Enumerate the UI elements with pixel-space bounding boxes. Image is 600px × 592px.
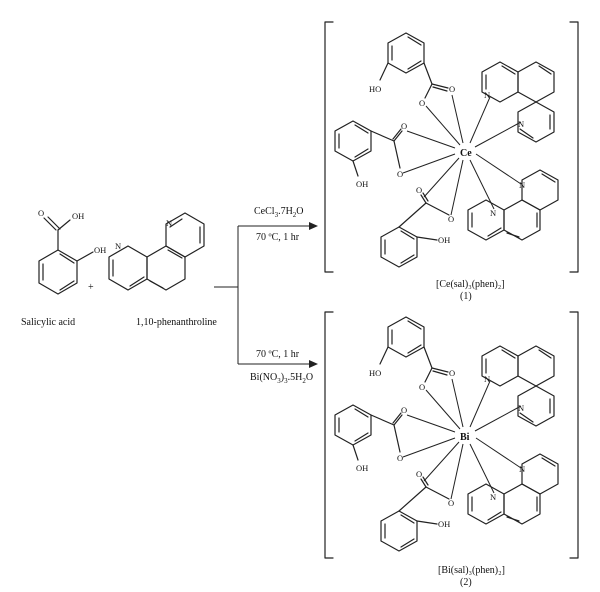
c2-number: (2): [460, 577, 472, 588]
c1-phen1-n1: N: [484, 90, 490, 100]
plus-sign: +: [88, 282, 94, 293]
c1-bot-oh: OH: [438, 235, 450, 245]
route1-condition: 70 ºC, 1 hr: [256, 232, 300, 243]
c1-formula: [Ce(sal)₃(phen)₂]: [436, 279, 505, 290]
phenanthroline-label: 1,10-phenanthroline: [136, 317, 217, 328]
phen-n1: N: [115, 241, 121, 251]
c1-phen2-n2: N: [490, 208, 496, 218]
reaction-arrows: [214, 222, 318, 368]
c1-top-ho: HO: [369, 84, 381, 94]
phenanthroline-structure: N N: [108, 212, 205, 291]
c1-top-o2: O: [449, 84, 455, 94]
c2-top-o2: O: [449, 368, 455, 378]
c2-left-o1: O: [401, 405, 407, 415]
c2-left-oh: OH: [356, 463, 368, 473]
c2-top-o1: O: [419, 382, 425, 392]
route1-reagent: CeCl3.7H2O: [254, 206, 304, 219]
c1-bot-o2: O: [448, 214, 454, 224]
c2-metal: Bi: [460, 432, 470, 443]
complex-ce: HO O O O O OH O O OH: [324, 21, 579, 302]
salicylic-acid-structure: O OH OH: [38, 208, 106, 295]
route2-reagent: Bi(NO3)3.5H2O: [250, 372, 313, 385]
c2-left-o2: O: [397, 453, 403, 463]
c1-phen1-n2: N: [518, 119, 524, 129]
c1-number: (1): [460, 291, 472, 302]
salicylic-acid-label: Salicylic acid: [21, 317, 75, 328]
c2-formula: [Bi(sal)₃(phen)₂]: [438, 565, 505, 576]
c1-left-o1: O: [401, 121, 407, 131]
complex-bi: HO O O O O OH O O OH: [324, 311, 579, 588]
c2-bot-o2: O: [448, 498, 454, 508]
c1-left-oh: OH: [356, 179, 368, 189]
salicylic-carbonyl-o: O: [38, 208, 44, 218]
c1-phen2-n1: N: [519, 180, 525, 190]
c1-bot-o1: O: [416, 185, 422, 195]
salicylic-phenol-oh: OH: [94, 245, 106, 255]
phen-n10: N: [166, 218, 172, 228]
c2-phen1-n1: N: [484, 374, 490, 384]
route2-condition: 70 ºC, 1 hr: [256, 349, 300, 360]
c2-bot-o1: O: [416, 469, 422, 479]
salicylic-acid-oh: OH: [72, 211, 84, 221]
c2-bot-oh: OH: [438, 519, 450, 529]
c2-phen2-n1: N: [519, 464, 525, 474]
c1-metal: Ce: [460, 148, 472, 159]
c1-left-o2: O: [397, 169, 403, 179]
c2-top-ho: HO: [369, 368, 381, 378]
c2-phen2-n2: N: [490, 492, 496, 502]
c1-top-o1: O: [419, 98, 425, 108]
c2-phen1-n2: N: [518, 403, 524, 413]
